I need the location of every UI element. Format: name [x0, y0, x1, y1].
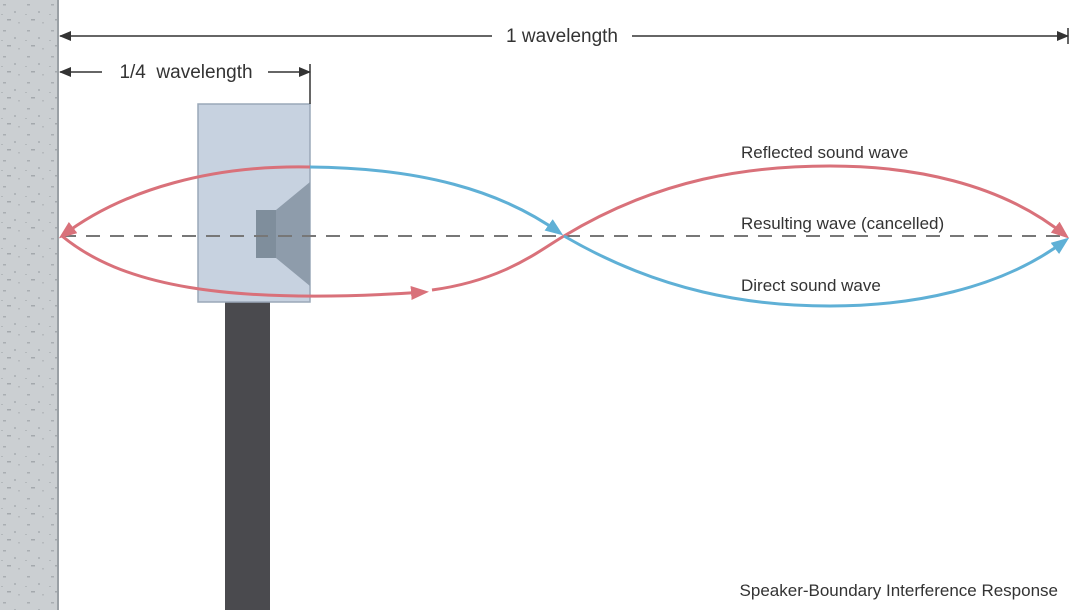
direct-wave-label: Direct sound wave	[741, 276, 881, 295]
resulting-wave-label: Resulting wave (cancelled)	[741, 214, 944, 233]
direct-wave-upper	[309, 165, 564, 236]
speaker-icon	[197, 103, 311, 303]
speaker-stand	[225, 302, 270, 610]
diagram-caption: Speaker-Boundary Interference Response	[740, 581, 1058, 600]
reflected-wave-lower-left	[61, 234, 429, 300]
full-wavelength-label: 1 wavelength	[506, 26, 618, 47]
reflected-wave-right	[563, 164, 1070, 239]
quarter-wavelength-dimension	[59, 64, 311, 104]
reflected-wave-crossing	[431, 234, 565, 292]
wall-boundary	[0, 0, 59, 610]
quarter-wavelength-label: 1/4 wavelength	[119, 62, 252, 83]
reflected-wave-upper-left	[58, 165, 311, 239]
reflected-wave-label: Reflected sound wave	[741, 143, 908, 162]
full-wavelength-dimension	[59, 28, 1069, 44]
direct-wave-lower-right	[563, 234, 1070, 308]
